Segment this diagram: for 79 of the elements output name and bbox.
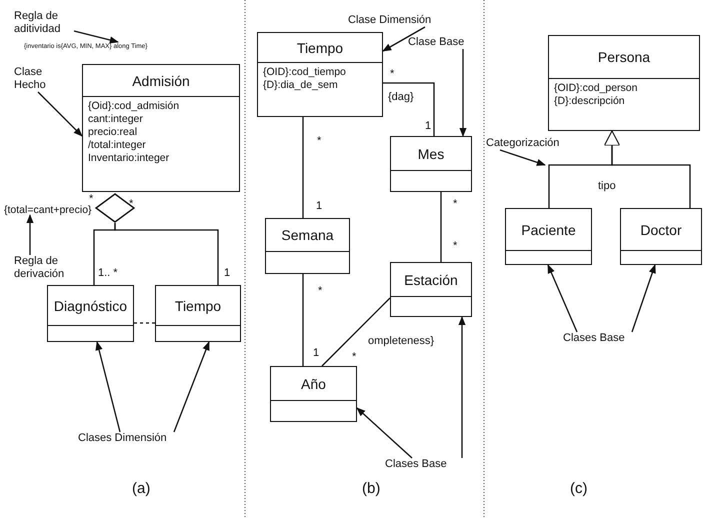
- class-box: [620, 208, 702, 265]
- attribute-text: {Oid}:cod_admisión: [88, 100, 180, 113]
- class-box: [390, 262, 472, 317]
- arrow: [631, 264, 656, 332]
- attribute-text: {OID}:cod_tiempo: [263, 66, 347, 79]
- association-line: [383, 82, 435, 136]
- arrow: [500, 149, 546, 166]
- generalization-arrow: [604, 130, 691, 208]
- arrow: [382, 26, 426, 52]
- class-box: [505, 208, 592, 265]
- class-name: Diagnóstico: [54, 298, 128, 314]
- association-line: [302, 274, 304, 366]
- class-box: [155, 285, 241, 342]
- class-box: [270, 366, 357, 422]
- class-name: Admisión: [132, 72, 190, 88]
- multiplicity-label: *: [317, 135, 322, 147]
- arrow: [96, 341, 121, 432]
- association-line: [302, 117, 304, 218]
- multiplicity-label: *: [390, 68, 394, 80]
- panel-caption: (c): [570, 480, 588, 497]
- multiplicity-label: 1: [313, 347, 320, 359]
- arrow: [74, 30, 119, 44]
- class-box: [265, 218, 350, 274]
- arrow: [26, 214, 34, 255]
- class-name: Paciente: [521, 222, 576, 238]
- attribute-text: {D}:dia_de_sem: [263, 79, 339, 92]
- annotation-text: Clase Hecho: [14, 66, 54, 92]
- annotation-text: Regla de derivación: [14, 255, 94, 281]
- class-box: [548, 35, 700, 131]
- class-name: Año: [301, 376, 326, 392]
- multiplicity-label: *: [129, 198, 134, 210]
- arrow: [38, 92, 83, 137]
- attribute-text: precio:real: [88, 126, 138, 139]
- class-box: [257, 32, 383, 117]
- class-name: Tiempo: [296, 40, 344, 56]
- multiplicity-label: *: [89, 193, 94, 205]
- multiplicity-label: *: [453, 240, 458, 252]
- class-box: [82, 64, 240, 192]
- arrow: [356, 407, 412, 458]
- annotation-text: Clases Base: [385, 458, 465, 471]
- panel-caption: (a): [132, 480, 150, 497]
- class-name: Doctor: [640, 222, 682, 238]
- multiplicity-label: *: [318, 285, 322, 297]
- annotation-text: Regla de aditividad: [14, 10, 74, 36]
- arrow: [547, 264, 578, 332]
- multiplicity-label: *: [352, 351, 356, 363]
- class-name: Tiempo: [174, 298, 222, 314]
- multiplicity-label: 1: [224, 267, 230, 279]
- class-box: [47, 285, 134, 342]
- annotation-text: Clase Base: [408, 36, 474, 49]
- association-line: [322, 298, 390, 366]
- class-name: Semana: [281, 227, 334, 243]
- category-label: tipo: [598, 180, 616, 192]
- arrow: [459, 49, 467, 137]
- class-name: Mes: [418, 146, 444, 162]
- annotation-text: Categorización: [486, 137, 564, 150]
- annotation-text: Clases Base: [563, 332, 643, 345]
- annotation-text: Clase Dimensión: [348, 14, 448, 27]
- arrow: [458, 316, 466, 458]
- association-line: [114, 223, 219, 285]
- arrow: [173, 341, 210, 432]
- constraint-label: {dag}: [388, 91, 414, 103]
- association-line: [440, 192, 442, 262]
- attribute-text: {D}:descripción: [554, 95, 626, 108]
- multiplicity-label: 1.. *: [98, 267, 118, 279]
- annotation-text: Clases Dimensión: [78, 432, 174, 445]
- class-name: Persona: [598, 49, 650, 65]
- association-line: [134, 322, 155, 324]
- attribute-text: Inventario:integer: [88, 152, 170, 165]
- multiplicity-label: *: [453, 198, 458, 210]
- multiplicity-label: 1: [316, 200, 322, 212]
- constraint-label: ompleteness}: [368, 335, 434, 347]
- panel-caption: (b): [362, 480, 380, 497]
- class-name: Estación: [404, 272, 458, 288]
- attribute-text: {OID}:cod_person: [554, 82, 638, 95]
- attribute-text: cant:integer: [88, 113, 144, 126]
- multiplicity-label: 1: [425, 120, 432, 132]
- class-box: [390, 136, 472, 192]
- attribute-text: /total:integer: [88, 139, 147, 152]
